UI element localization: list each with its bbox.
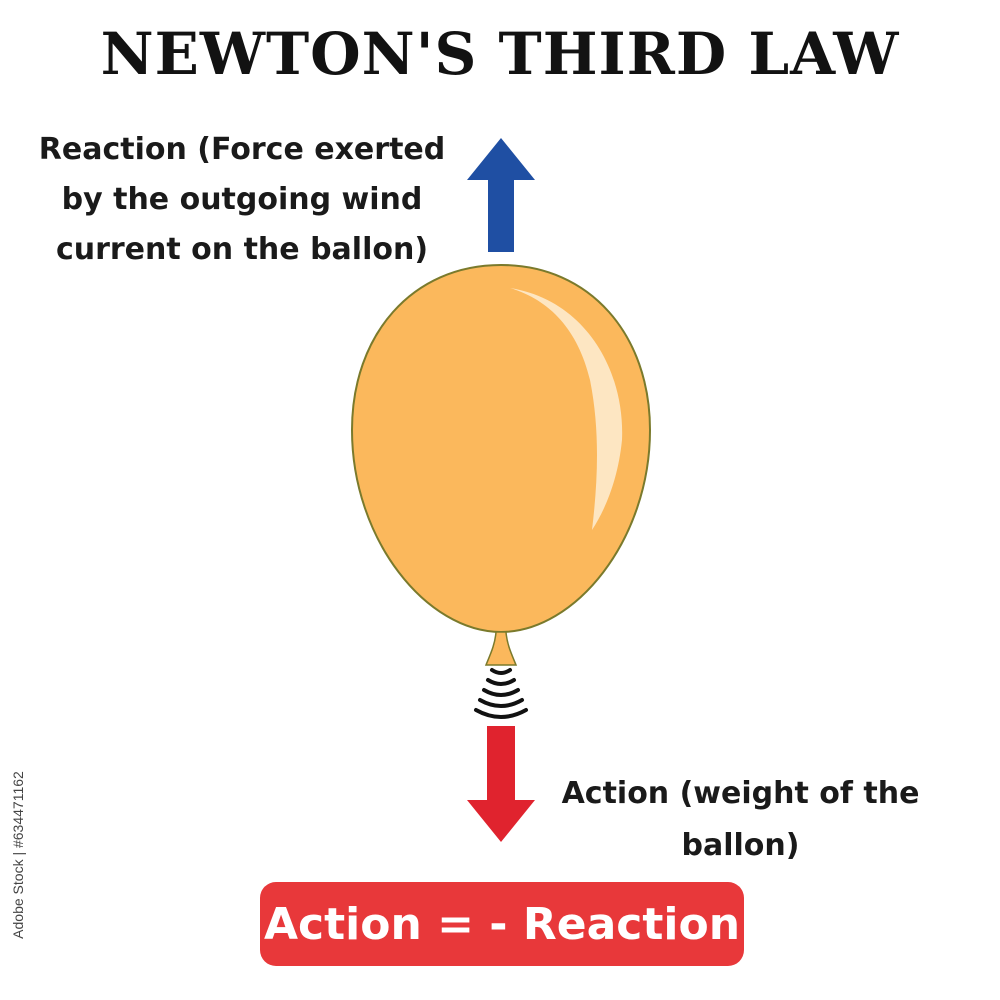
- action-label-line: Action (weight of the: [561, 776, 920, 811]
- reaction-label: Reaction (Force exerted by the outgoing …: [22, 125, 462, 275]
- action-arrow-down-icon: [467, 726, 535, 842]
- reaction-arrow-up-icon: [467, 138, 535, 252]
- equation-banner: Action = - Reaction: [260, 882, 744, 966]
- balloon-knot: [484, 631, 518, 666]
- reaction-label-line: Reaction (Force exerted: [38, 132, 446, 167]
- stock-id-watermark: Adobe Stock | #634471162: [4, 770, 32, 940]
- stock-id-text: Adobe Stock | #634471162: [10, 771, 26, 939]
- air-outflow-waves-icon: [474, 668, 528, 719]
- balloon-highlight: [510, 288, 623, 530]
- page-title: NEWTON'S THIRD LAW: [100, 20, 900, 88]
- equation-text: Action = - Reaction: [263, 898, 741, 950]
- reaction-label-line: current on the ballon): [55, 232, 429, 267]
- reaction-label-line: by the outgoing wind: [61, 182, 423, 217]
- action-label: Action (weight of the ballon): [548, 768, 933, 872]
- action-label-line: ballon): [681, 828, 800, 863]
